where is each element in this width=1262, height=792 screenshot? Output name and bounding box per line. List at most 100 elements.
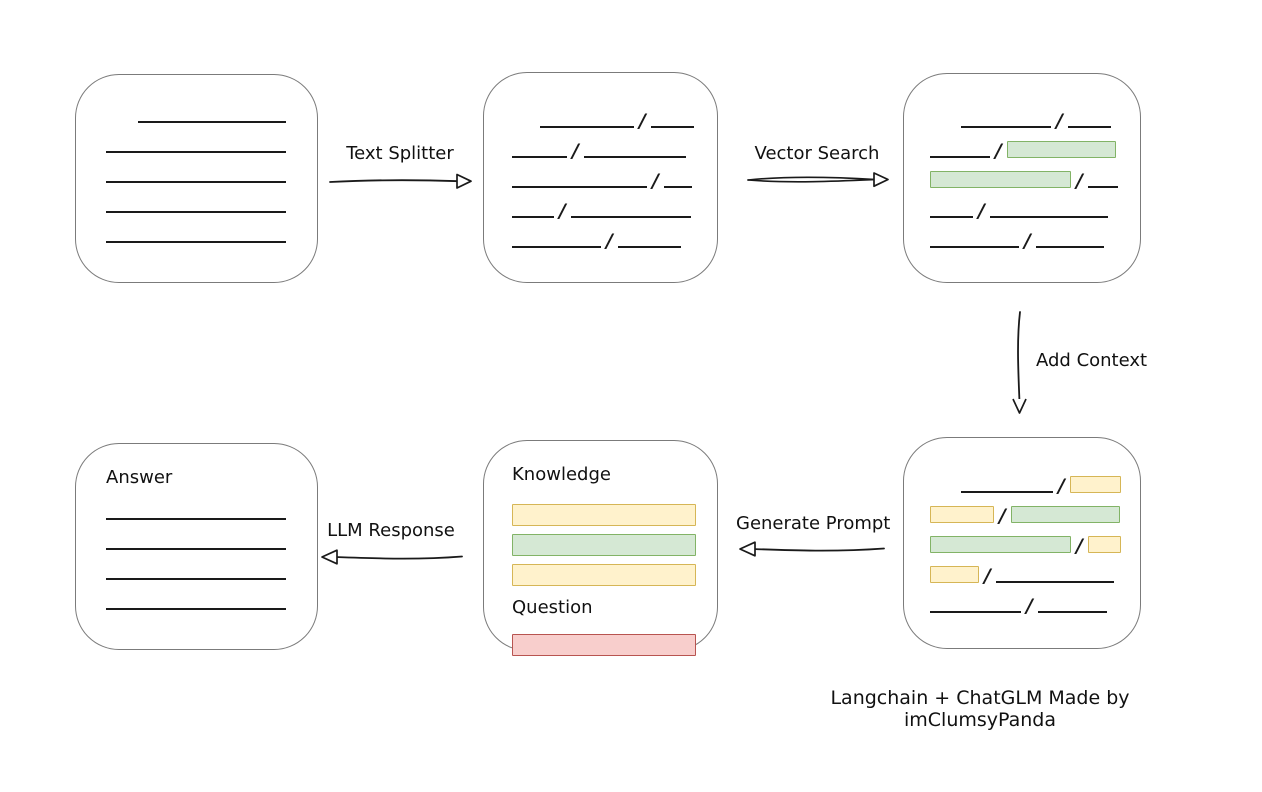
separator-slash: / [639, 110, 646, 132]
document-lines [106, 93, 286, 243]
text-line [650, 126, 694, 128]
chunk-row: / [930, 218, 1118, 252]
text-line [512, 186, 647, 188]
chunk-row: / [930, 523, 1121, 557]
chunk-row: / [930, 493, 1121, 527]
text-line [512, 216, 554, 218]
retrieved-chunks-rows: / / / / / [930, 98, 1118, 252]
text-splitter-arrow [329, 173, 472, 189]
green-highlight-chip [930, 536, 1071, 553]
llm-response-arrow [321, 549, 463, 565]
text-line [512, 156, 567, 158]
text-splitter-label: Text Splitter [346, 143, 454, 164]
answer-text-line [106, 578, 286, 580]
text-line [961, 126, 1051, 128]
green-bar [512, 534, 696, 556]
add-context-arrow [1012, 311, 1027, 414]
text-line [106, 181, 286, 183]
text-line [138, 121, 286, 123]
question-label: Question [512, 597, 593, 618]
separator-slash: / [1056, 110, 1063, 132]
text-line [570, 216, 691, 218]
separator-slash: / [1076, 170, 1083, 192]
chunk-row: / [512, 98, 694, 132]
credit-caption: Langchain + ChatGLM Made by imClumsyPand… [830, 687, 1130, 731]
yellow-highlight-chip [930, 506, 994, 523]
text-line [1035, 246, 1104, 248]
text-line [961, 491, 1053, 493]
text-line [1037, 611, 1107, 613]
add-context-label: Add Context [1036, 350, 1148, 371]
chunk-row [106, 183, 286, 213]
text-chunks-node: / / / / / [483, 72, 718, 283]
knowledge-label: Knowledge [512, 464, 611, 485]
text-line [930, 156, 990, 158]
document-node [75, 74, 318, 283]
chunk-row: / [930, 128, 1118, 162]
yellow-highlight-chip [930, 566, 979, 583]
separator-slash: / [999, 505, 1006, 527]
yellow-bar [512, 504, 696, 526]
answer-content: Answer [106, 466, 286, 610]
separator-slash: / [606, 230, 613, 252]
generate-prompt-label: Generate Prompt [736, 513, 891, 534]
generate-prompt-arrow [739, 541, 885, 557]
separator-slash: / [652, 170, 659, 192]
arrowhead-down-icon [1012, 398, 1027, 414]
prompt-node: Knowledge Question [483, 440, 718, 656]
separator-slash: / [1026, 595, 1033, 617]
text-line [930, 216, 973, 218]
answer-text-line [106, 608, 286, 610]
chunk-row: / [930, 98, 1118, 132]
arrowhead-right-icon [873, 172, 889, 188]
separator-slash: / [1058, 475, 1065, 497]
separator-slash: / [1024, 230, 1031, 252]
text-line [106, 151, 286, 153]
text-chunks-rows: / / / / / [512, 98, 694, 252]
text-line [540, 126, 634, 128]
text-line [617, 246, 681, 248]
red-bar [512, 634, 696, 656]
answer-label: Answer [106, 467, 173, 488]
separator-slash: / [559, 200, 566, 222]
chunk-row: / [512, 188, 694, 222]
answer-text-line [106, 548, 286, 550]
separator-slash: / [978, 200, 985, 222]
text-line [1087, 186, 1118, 188]
chunk-row: / [512, 158, 694, 192]
chunk-row: / [512, 128, 694, 162]
green-highlight-chip [930, 171, 1071, 188]
yellow-bar [512, 564, 696, 586]
answer-text-line [106, 518, 286, 520]
text-line [512, 246, 601, 248]
chunk-row: / [930, 553, 1121, 587]
separator-slash: / [1076, 535, 1083, 557]
prompt-content: Knowledge Question [512, 463, 696, 656]
question-bars [512, 626, 696, 656]
chunk-row: / [930, 583, 1121, 617]
green-highlight-chip [1010, 506, 1120, 523]
context-chunks-rows: / / / / / [930, 463, 1121, 617]
arrowhead-left-icon [321, 549, 338, 565]
chunk-row [106, 153, 286, 183]
chunk-row [106, 93, 286, 123]
separator-slash: / [572, 140, 579, 162]
chunk-row: / [512, 218, 694, 252]
answer-node: Answer [75, 443, 318, 650]
retrieved-chunks-node: / / / / / [903, 73, 1141, 283]
chunk-row: / [930, 188, 1118, 222]
text-line [663, 186, 692, 188]
answer-lines [106, 518, 286, 610]
vector-search-label: Vector Search [754, 143, 880, 164]
yellow-highlight-chip [1069, 476, 1121, 493]
knowledge-bars [512, 496, 696, 586]
separator-slash: / [984, 565, 991, 587]
yellow-highlight-chip [1087, 536, 1121, 553]
chunk-row [106, 123, 286, 153]
text-line [989, 216, 1108, 218]
arrowhead-right-icon [456, 173, 472, 189]
arrowhead-left-icon [739, 541, 756, 557]
separator-slash: / [995, 140, 1002, 162]
vector-search-arrow [747, 172, 889, 188]
